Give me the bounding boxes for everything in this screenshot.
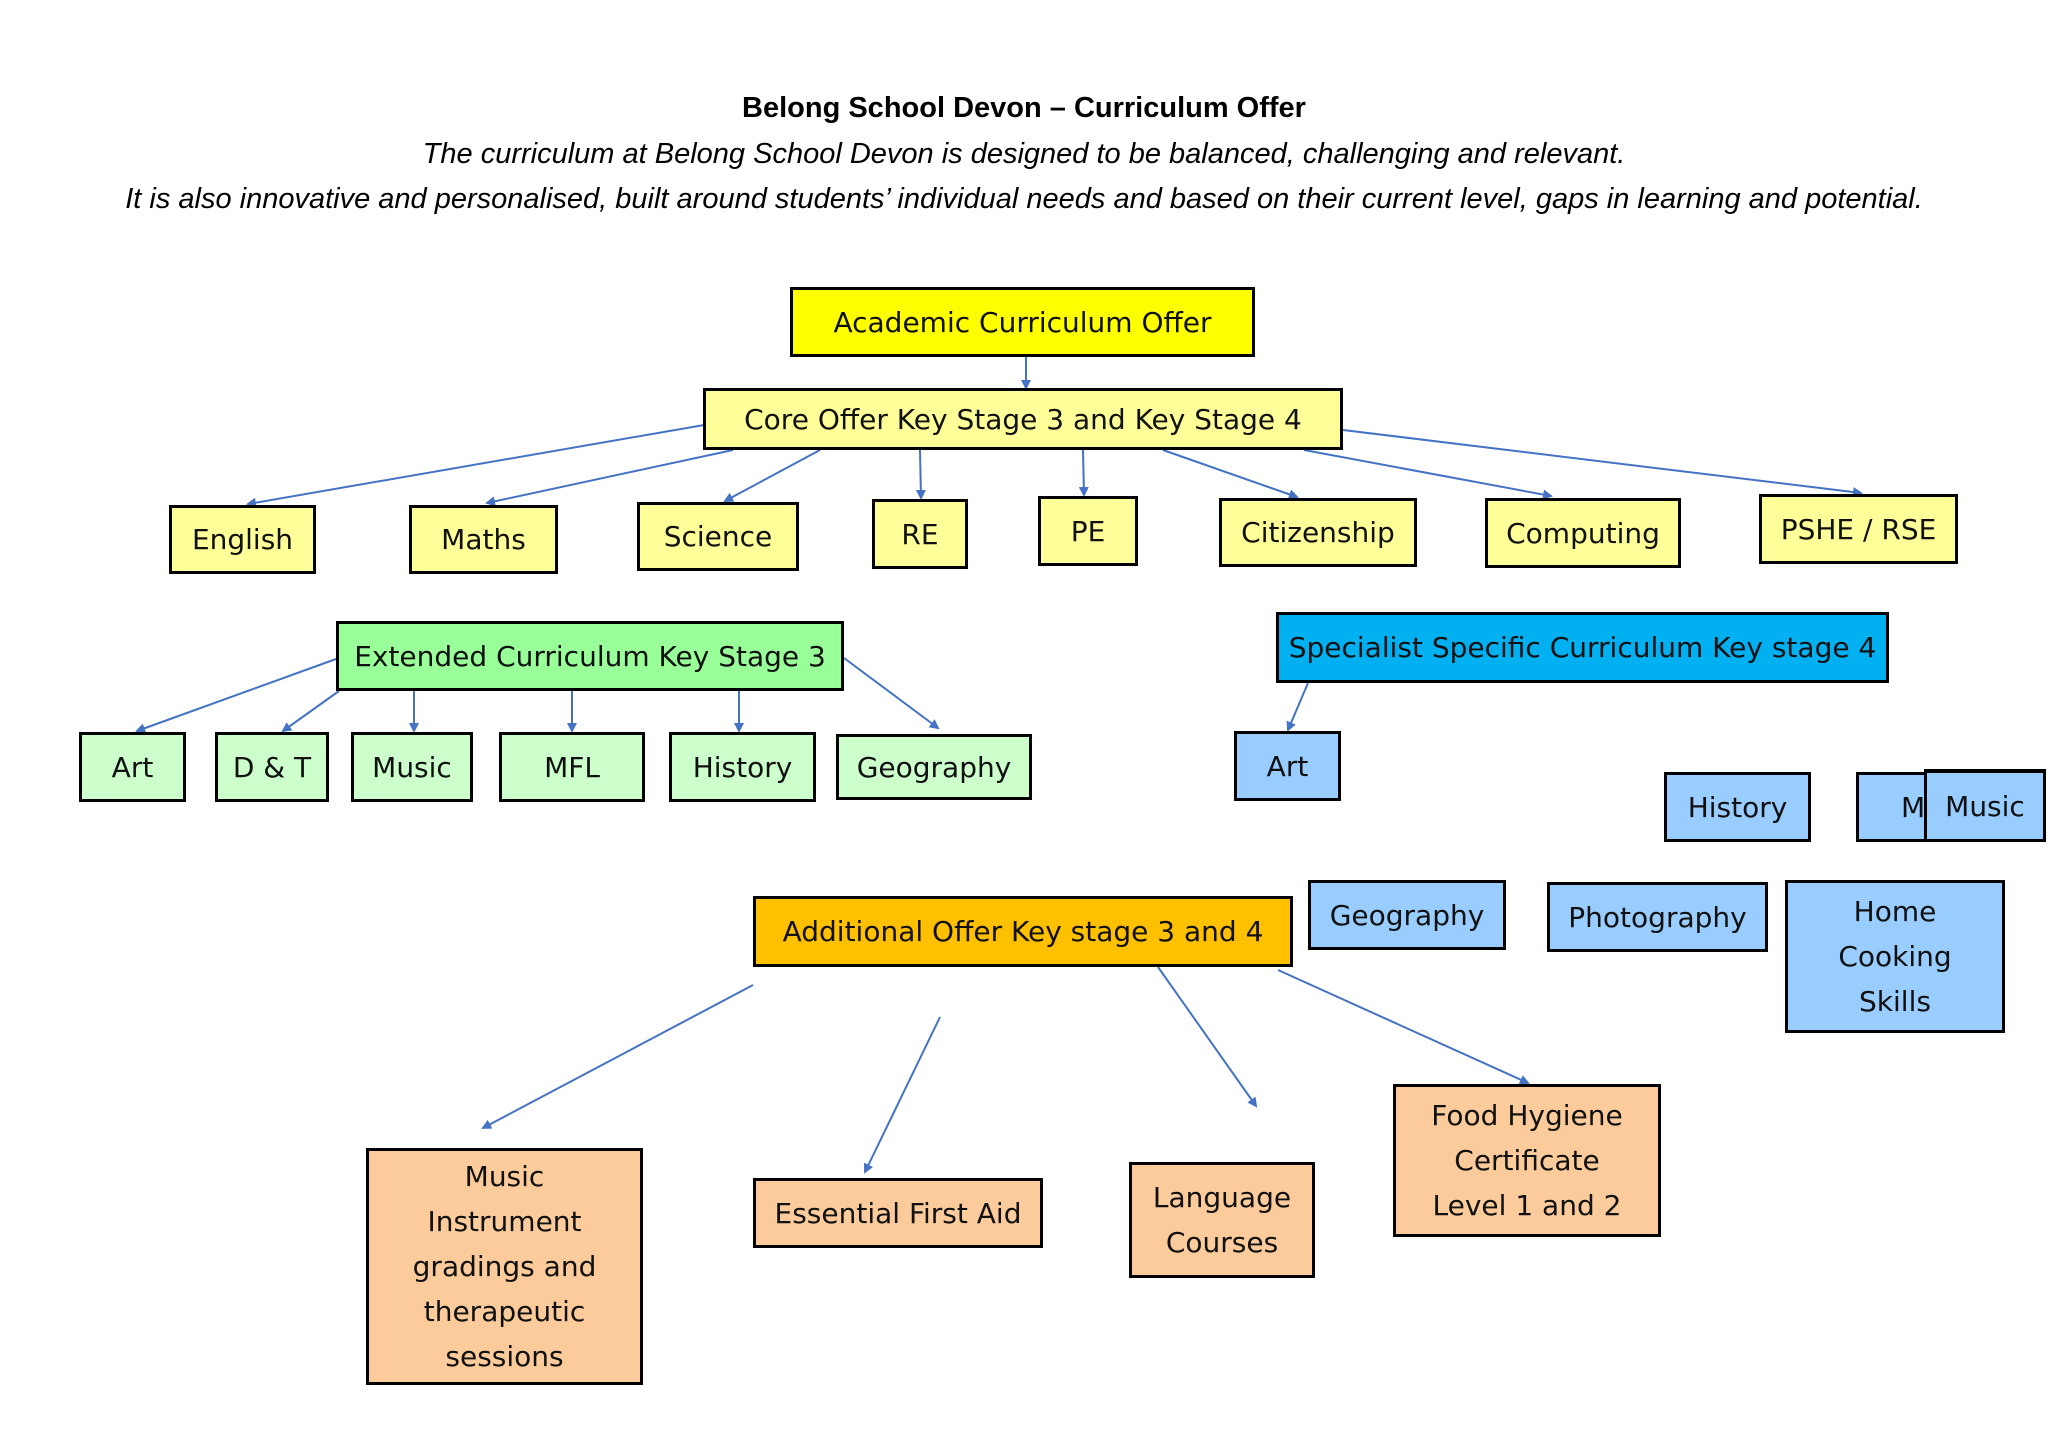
arrow-core-to-computing (1303, 449, 1553, 500)
arrow-additional-to-first-aid (863, 1016, 941, 1174)
extended-curriculum-box: Extended Curriculum Key Stage 3 (336, 621, 844, 691)
arrow-specialist-to-art (1286, 682, 1309, 732)
arrow-core-to-pe (1078, 449, 1089, 497)
extended-subject-history: History (669, 732, 816, 802)
core-subject-pshe-rse: PSHE / RSE (1759, 494, 1958, 564)
arrow-additional-to-language (1157, 966, 1258, 1108)
extended-subject-music: Music (351, 732, 473, 802)
arrow-core-to-re (915, 449, 926, 500)
additional-item-music-instrument: Music Instrument gradings and therapeuti… (366, 1148, 643, 1385)
core-subject-maths: Maths (409, 505, 558, 574)
core-subject-science: Science (637, 502, 799, 571)
core-subject-citizenship: Citizenship (1219, 498, 1417, 567)
additional-item-essential-first-aid: Essential First Aid (753, 1178, 1043, 1248)
subtitle-line-1: The curriculum at Belong School Devon is… (422, 138, 1626, 170)
arrow-additional-to-food-hygiene (1277, 969, 1530, 1085)
specialist-subject-geography: Geography (1308, 880, 1506, 950)
subtitle-line-2: It is also innovative and personalised, … (125, 183, 1923, 215)
specialist-curriculum-box: Specialist Specific Curriculum Key stage… (1276, 612, 1889, 683)
core-subject-english: English (169, 505, 316, 574)
core-subject-computing: Computing (1485, 498, 1681, 568)
arrow-extended-to-dt (281, 690, 340, 733)
arrow-extended-to-geography (843, 657, 940, 730)
extended-subject-art: Art (79, 732, 186, 802)
arrow-extended-to-art (135, 658, 337, 733)
specialist-subject-history: History (1664, 772, 1811, 842)
extended-subject-d-and-t: D & T (215, 732, 329, 802)
page-title: Belong School Devon – Curriculum Offer (742, 92, 1306, 124)
additional-offer-box: Additional Offer Key stage 3 and 4 (753, 896, 1293, 967)
arrow-core-to-citizenship (1162, 449, 1299, 500)
additional-item-language-courses: Language Courses (1129, 1162, 1315, 1278)
core-subject-re: RE (872, 499, 968, 569)
core-offer-box: Core Offer Key Stage 3 and Key Stage 4 (703, 388, 1343, 450)
academic-curriculum-offer-box: Academic Curriculum Offer (790, 287, 1255, 357)
arrow-core-to-science (723, 449, 821, 502)
specialist-subject-photography: Photography (1547, 882, 1768, 952)
arrow-core-to-english (246, 424, 705, 508)
arrow-core-to-maths (485, 449, 734, 507)
additional-item-food-hygiene: Food Hygiene Certificate Level 1 and 2 (1393, 1084, 1661, 1237)
specialist-subject-music: Music (1924, 769, 2046, 842)
extended-subject-mfl: MFL (499, 732, 645, 802)
page-subtitle: The curriculum at Belong School Devon is… (100, 132, 1948, 222)
specialist-subject-home-cooking-skills: Home Cooking Skills (1785, 880, 2005, 1033)
arrow-core-to-pshe (1342, 429, 1863, 497)
core-subject-pe: PE (1038, 496, 1138, 566)
extended-subject-geography: Geography (836, 734, 1032, 800)
arrow-additional-to-music-instrument (481, 984, 754, 1129)
specialist-subject-art: Art (1234, 731, 1341, 801)
